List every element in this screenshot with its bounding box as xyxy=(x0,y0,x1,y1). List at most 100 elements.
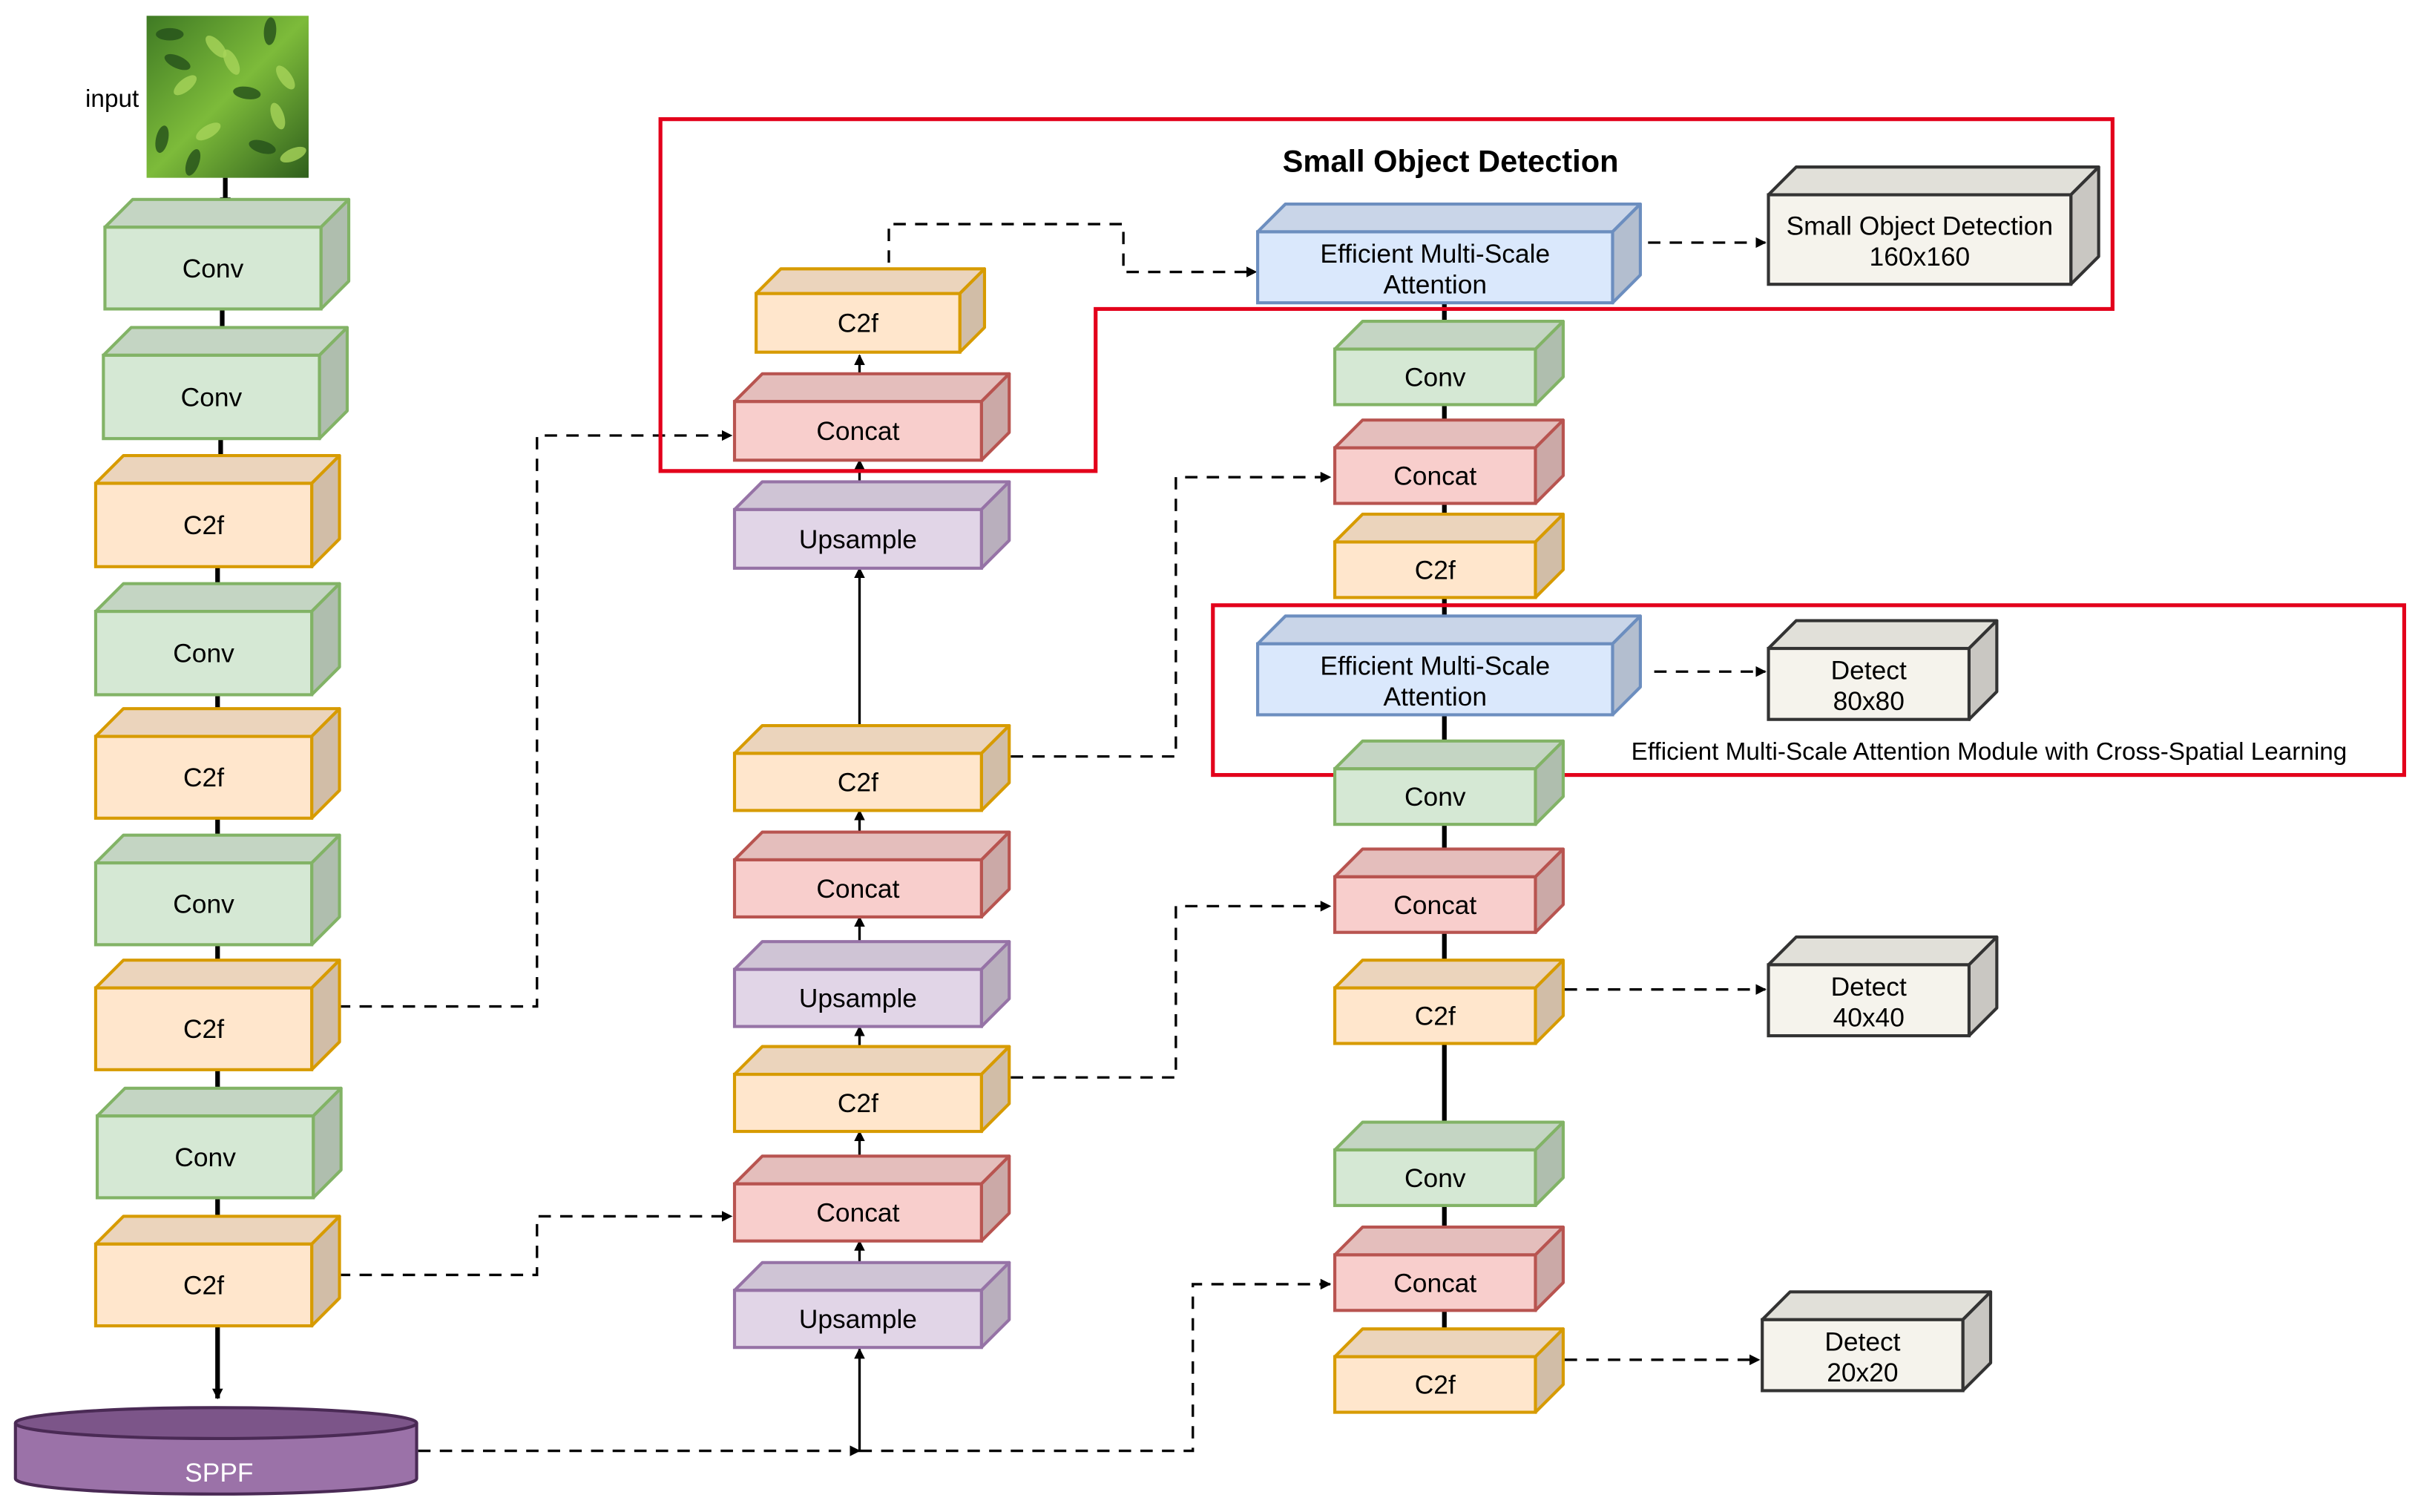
block-top-face xyxy=(1767,619,1999,651)
block-top-face xyxy=(93,833,341,865)
concat-block: Concat xyxy=(732,830,1011,919)
block-top-face xyxy=(1333,1120,1565,1152)
upsample-label: Upsample xyxy=(799,1305,917,1334)
conv-label: Conv xyxy=(1404,783,1466,812)
block-top-face xyxy=(1333,1225,1565,1257)
block-front-face xyxy=(1333,540,1537,599)
block-front-face xyxy=(95,1114,315,1200)
detect-label-line1: Small Object Detection xyxy=(1787,212,2053,241)
upsample-label: Upsample xyxy=(799,525,917,554)
concat-block: Concat xyxy=(1333,1225,1565,1312)
block-top-face xyxy=(732,480,1011,511)
block-top-face xyxy=(1333,418,1565,450)
block-top-face xyxy=(93,1214,341,1246)
block-top-face xyxy=(1767,935,1999,967)
c2f-block: C2f xyxy=(732,723,1011,812)
concat-block: Concat xyxy=(1333,418,1565,505)
conv-block: Conv xyxy=(93,833,341,947)
block-top-face xyxy=(732,723,1011,755)
conv-label: Conv xyxy=(1404,363,1466,392)
block-front-face xyxy=(1333,1148,1537,1207)
block-front-face xyxy=(1761,1318,1965,1393)
block-top-face xyxy=(1333,739,1565,771)
block-top-face xyxy=(93,453,341,485)
block-top-face xyxy=(732,830,1011,862)
leaf-texture xyxy=(155,17,306,176)
attention-label-line1: Efficient Multi-Scale xyxy=(1320,240,1550,269)
block-front-face xyxy=(755,292,962,354)
c2f-label: C2f xyxy=(183,1015,224,1044)
c2f-block: C2f xyxy=(755,267,987,354)
block-front-face xyxy=(732,1289,983,1350)
highlight-regions xyxy=(658,117,2407,778)
conv-label: Conv xyxy=(1404,1164,1466,1193)
block-top-face xyxy=(732,372,1011,404)
block-top-face xyxy=(93,959,341,990)
block-top-face xyxy=(1256,202,1642,234)
block-top-face xyxy=(1333,513,1565,544)
sppf-label: SPPF xyxy=(185,1459,253,1488)
block-front-face xyxy=(732,752,983,812)
c2f-block: C2f xyxy=(1333,959,1565,1045)
c2f-label: C2f xyxy=(1415,556,1456,585)
detect-label-line2: 80x80 xyxy=(1833,687,1905,716)
block-top-face xyxy=(1761,1290,1993,1321)
concat-label: Concat xyxy=(816,417,899,446)
block-front-face xyxy=(102,353,321,441)
upsample-block: Upsample xyxy=(732,940,1011,1028)
block-front-face xyxy=(1767,646,1971,721)
block-front-face xyxy=(1767,193,2073,286)
detect-label-line2: 40x40 xyxy=(1833,1004,1905,1033)
block-top-face xyxy=(93,707,341,738)
detect-label-line1: Detect xyxy=(1824,1327,1900,1356)
conv-block: Conv xyxy=(103,197,351,311)
block-front-face xyxy=(1256,230,1614,305)
conv-block: Conv xyxy=(102,326,349,441)
ema-caption: Efficient Multi-Scale Attention Module w… xyxy=(1632,738,2347,766)
c2f-label: C2f xyxy=(838,309,878,338)
concat-label: Concat xyxy=(816,875,899,904)
block-front-face xyxy=(1333,1253,1537,1312)
dashed-connection xyxy=(338,1211,733,1277)
block-top-face xyxy=(732,1045,1011,1077)
block-front-face xyxy=(93,986,314,1071)
attention-label-line2: Attention xyxy=(1384,271,1488,300)
block-front-face xyxy=(93,1242,314,1328)
c2f-block: C2f xyxy=(93,1214,341,1328)
block-front-face xyxy=(103,226,323,311)
c2f-block: C2f xyxy=(1333,1327,1565,1414)
c2f-block: C2f xyxy=(732,1045,1011,1134)
block-top-face xyxy=(93,582,341,614)
concat-label: Concat xyxy=(1393,891,1476,920)
block-front-face xyxy=(93,481,314,568)
block-front-face xyxy=(732,400,983,462)
block-front-face xyxy=(1333,986,1537,1045)
block-front-face xyxy=(1333,446,1537,505)
dashed-connection xyxy=(1011,471,1332,758)
concat-block: Concat xyxy=(732,1154,1011,1243)
block-front-face xyxy=(1333,767,1537,826)
c2f-block: C2f xyxy=(93,707,341,820)
block-front-face xyxy=(93,734,314,820)
attention-label-line2: Attention xyxy=(1384,683,1488,711)
concat-label: Concat xyxy=(1393,462,1476,491)
attention-label-line1: Efficient Multi-Scale xyxy=(1320,651,1550,680)
c2f-label: C2f xyxy=(1415,1002,1456,1031)
concat-label: Concat xyxy=(816,1199,899,1228)
conv-block: Conv xyxy=(1333,739,1565,826)
block-top-face xyxy=(1333,1327,1565,1358)
block-front-face xyxy=(1333,347,1537,407)
block-front-face xyxy=(1333,875,1537,934)
upsample-block: Upsample xyxy=(732,480,1011,570)
c2f-label: C2f xyxy=(183,1271,224,1300)
block-top-face xyxy=(1767,165,2100,197)
conv-label: Conv xyxy=(173,890,234,919)
block-top-face xyxy=(732,1260,1011,1292)
c2f-label: C2f xyxy=(183,763,224,792)
